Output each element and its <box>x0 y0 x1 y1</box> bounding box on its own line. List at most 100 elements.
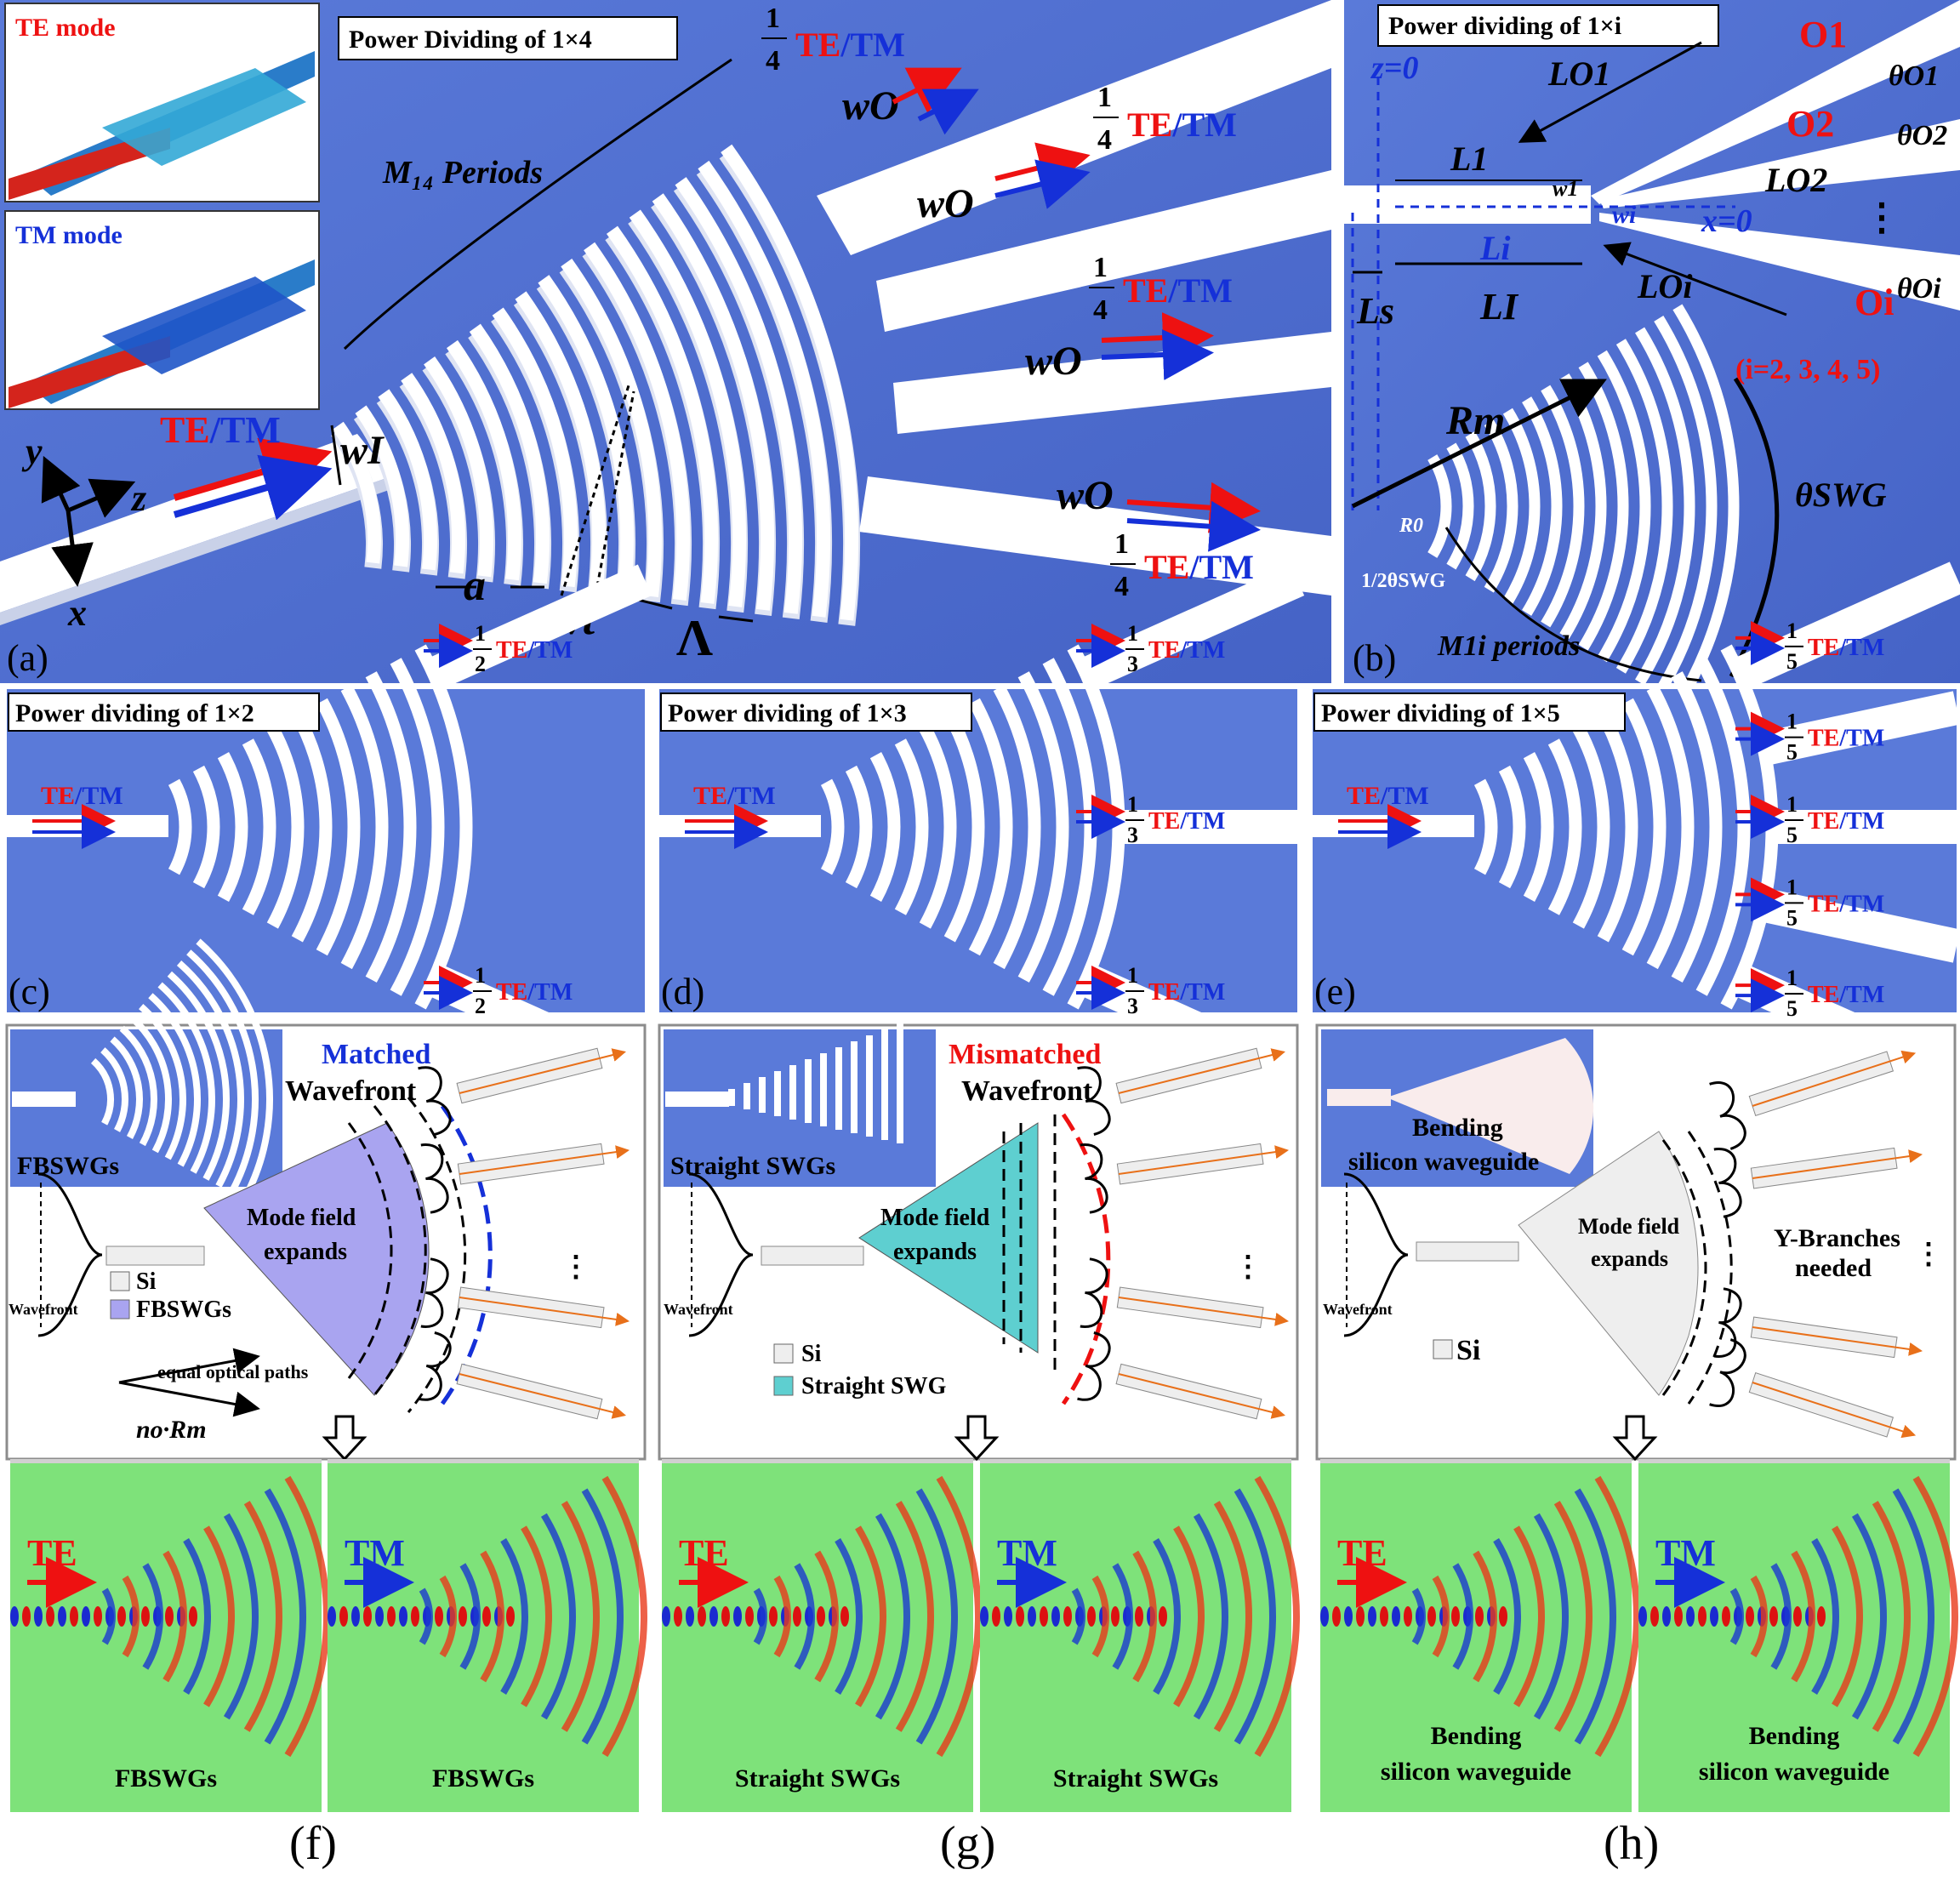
f-fbswg-region <box>203 1122 430 1396</box>
svg-text:1: 1 <box>1097 82 1112 113</box>
output-waveguide <box>418 1047 626 1136</box>
output-waveguide-3 <box>893 332 1331 434</box>
f-no-rm: no·Rm <box>136 1416 207 1444</box>
h-output-waveguides <box>1709 1050 1923 1439</box>
panel-f-label: (f) <box>289 1817 337 1870</box>
f-output-waveguides <box>418 1047 630 1420</box>
panel-h-label: (h) <box>1604 1817 1659 1870</box>
svg-text:TM: TM <box>997 1532 1057 1574</box>
output-waveguide-1 <box>817 0 1331 255</box>
svg-text:TE/TM: TE/TM <box>1123 271 1233 310</box>
panel-e: 15TE/TM15TE/TM15TE/TM15TE/TM15TE/TMTE/TM… <box>1313 561 1960 1092</box>
wO-label-4: wO <box>1057 473 1114 518</box>
f-inset-period <box>90 1057 114 1126</box>
f-inset-period <box>196 938 273 1202</box>
svg-text:TE/TM: TE/TM <box>795 26 905 64</box>
svg-text:1: 1 <box>1093 252 1108 283</box>
panel-label: (e) <box>1314 971 1356 1012</box>
input-tm-label: TM <box>220 409 281 451</box>
svg-text:5: 5 <box>1786 823 1798 847</box>
b-grating-period <box>1654 316 1718 697</box>
svg-text:2: 2 <box>475 652 486 676</box>
panel-a: TE mode TM mode Power Dividing of 1×4 M₁… <box>0 0 1331 683</box>
thetaO1-label: θO1 <box>1889 60 1939 92</box>
output-waveguide <box>420 1257 630 1329</box>
grating-period-top <box>469 323 550 584</box>
thetaOi-label: θOi <box>1897 273 1941 305</box>
output-waveguide <box>1077 1331 1285 1420</box>
svg-text:Bending: Bending <box>1431 1722 1522 1750</box>
grating-period-top <box>606 225 718 604</box>
svg-text:TM: TM <box>345 1532 405 1574</box>
svg-text:1: 1 <box>475 621 486 646</box>
output-waveguide <box>1713 1147 1923 1218</box>
b-grating-period <box>1635 327 1695 686</box>
svg-text:TE/TM: TE/TM <box>693 782 776 810</box>
output-waveguide <box>1760 691 1960 766</box>
svg-text:TE/TM: TE/TM <box>1347 782 1429 810</box>
f-inset-period <box>186 949 259 1195</box>
g-output-waveguides <box>1077 1047 1290 1420</box>
grating-period <box>1695 658 1751 996</box>
panel-b-label: (b) <box>1353 637 1396 679</box>
grating-period-top <box>698 160 830 618</box>
output-waveguide <box>1709 1050 1917 1150</box>
svg-text:1: 1 <box>1786 710 1798 734</box>
grating-period <box>365 671 417 983</box>
b-input-waveguide <box>1344 185 1591 224</box>
LI-label: LI <box>1479 286 1519 328</box>
output-waveguide <box>1080 1143 1290 1214</box>
O2-label: O2 <box>1786 103 1834 145</box>
grating-period <box>919 725 957 929</box>
f-inset-period <box>167 971 230 1181</box>
f-inset-label: FBSWGs <box>17 1152 119 1180</box>
svg-text:⋮: ⋮ <box>561 1251 590 1283</box>
grating-period-top <box>515 291 606 591</box>
grating-period-top <box>721 144 858 621</box>
Ls-label: Ls <box>1356 290 1394 332</box>
grating-period-top <box>492 307 578 588</box>
svg-text:Straight SWGs: Straight SWGs <box>735 1764 900 1793</box>
grating-period <box>1498 765 1526 889</box>
wO-label-3: wO <box>1025 339 1082 384</box>
axis-triad <box>41 455 136 587</box>
panel-a-title-box <box>338 16 678 60</box>
Oi-label: Oi <box>1855 282 1894 323</box>
inset-te-label: TE mode <box>15 14 116 42</box>
svg-text:4: 4 <box>1093 294 1108 326</box>
svg-text:TE: TE <box>1337 1532 1387 1574</box>
fbswg-grating <box>330 144 860 626</box>
grating-period-top <box>584 242 690 601</box>
svg-text:TE/TM: TE/TM <box>496 637 573 664</box>
b-output-2 <box>1599 119 1960 208</box>
svg-text:TE/TM: TE/TM <box>1808 808 1884 835</box>
w1-label: w1 <box>1553 176 1578 201</box>
grating-period <box>1621 698 1667 956</box>
f-wavefront-small: Wavefront <box>9 1301 78 1318</box>
panel-title: Power dividing of 1×5 <box>1321 699 1560 727</box>
f-legend-si: Si <box>136 1268 157 1295</box>
tm-arrow-icon <box>173 454 333 521</box>
svg-text:1: 1 <box>1127 792 1138 817</box>
output-waveguide <box>1709 1338 1917 1439</box>
f-inset-period <box>100 1047 128 1132</box>
M1i-periods-label: M1i periods <box>1437 630 1580 662</box>
b-fbswg-grating <box>1427 304 1740 709</box>
panel-title: Power dividing of 1×3 <box>668 699 907 727</box>
f-status: Matched <box>322 1039 431 1070</box>
g-legend-si: Si <box>801 1341 822 1367</box>
Rm-label: Rm <box>1445 398 1505 443</box>
h-wavefront-small: Wavefront <box>1323 1301 1393 1318</box>
b-output-i <box>1599 213 1960 311</box>
h-expands: expands <box>1591 1246 1668 1271</box>
f-inset-period <box>148 993 201 1167</box>
svg-text:silicon waveguide: silicon waveguide <box>1699 1758 1889 1786</box>
O1-label: O1 <box>1799 14 1847 55</box>
periods-brace <box>343 58 732 351</box>
grating-period-top <box>629 209 746 607</box>
grating-period-top <box>401 373 465 574</box>
output-waveguide <box>418 1331 626 1420</box>
